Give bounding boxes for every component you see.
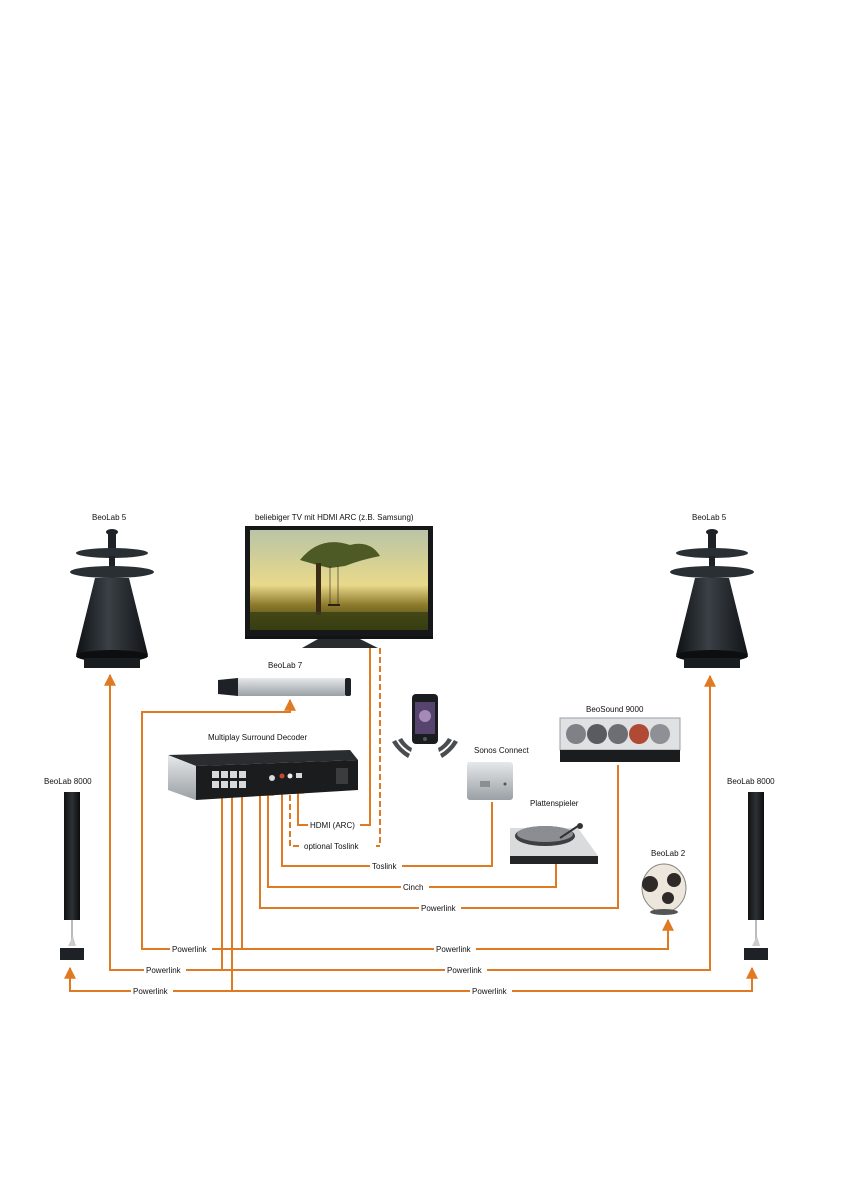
optional-toslink-label: optional Toslink [304, 842, 360, 851]
powerlink-beolab8000-left-label: Powerlink [133, 987, 169, 996]
hdmi-arc-label: HDMI (ARC) [310, 821, 355, 830]
powerlink-beolab5-left-label: Powerlink [146, 966, 182, 975]
beolab2: BeoLab 2 [642, 849, 686, 915]
beolab5-left: BeoLab 5 [70, 513, 154, 668]
smartphone [392, 694, 458, 758]
wifi-left-icon [392, 738, 412, 758]
beolab8000-right-label: BeoLab 8000 [727, 777, 775, 786]
beolab7-label: BeoLab 7 [268, 661, 303, 670]
powerlink-beolab5-right-label: Powerlink [447, 966, 483, 975]
beolab5-right: BeoLab 5 [670, 513, 754, 668]
beolab8000-left: BeoLab 8000 [44, 777, 92, 960]
turntable-label: Plattenspieler [530, 799, 579, 808]
beolab8000-left-label: BeoLab 8000 [44, 777, 92, 786]
powerlink-beolab5-left-cable [110, 675, 222, 970]
powerlink-beosound-label: Powerlink [421, 904, 457, 913]
multiplay-surround-decoder: Multiplay Surround Decoder [168, 733, 358, 800]
powerlink-beolab8000-right-label: Powerlink [472, 987, 508, 996]
tv-label: beliebiger TV mit HDMI ARC (z.B. Samsung… [255, 513, 414, 522]
beolab7: BeoLab 7 [218, 661, 351, 696]
wifi-right-icon [438, 738, 458, 758]
sonos-label: Sonos Connect [474, 746, 529, 755]
beolab5-right-label: BeoLab 5 [692, 513, 727, 522]
beosound9000: BeoSound 9000 [560, 705, 680, 762]
optional-toslink-cable [290, 648, 380, 846]
cinch-label: Cinch [403, 883, 423, 892]
beolab2-label: BeoLab 2 [651, 849, 686, 858]
tv: beliebiger TV mit HDMI ARC (z.B. Samsung… [245, 513, 433, 648]
sonos-connect: Sonos Connect [467, 746, 529, 800]
powerlink-beolab2-label: Powerlink [436, 945, 472, 954]
beolab8000-right: BeoLab 8000 [727, 777, 775, 960]
decoder-label: Multiplay Surround Decoder [208, 733, 307, 742]
cables [70, 648, 752, 991]
toslink-label: Toslink [372, 862, 397, 871]
cd-discs [566, 724, 670, 744]
beosound9000-label: BeoSound 9000 [586, 705, 644, 714]
beolab5-left-label: BeoLab 5 [92, 513, 127, 522]
powerlink-beolab8000-left-cable [70, 795, 232, 991]
hdmi-arc-cable [298, 648, 370, 825]
powerlink-beolab7-label: Powerlink [172, 945, 208, 954]
turntable: Plattenspieler [510, 799, 598, 864]
